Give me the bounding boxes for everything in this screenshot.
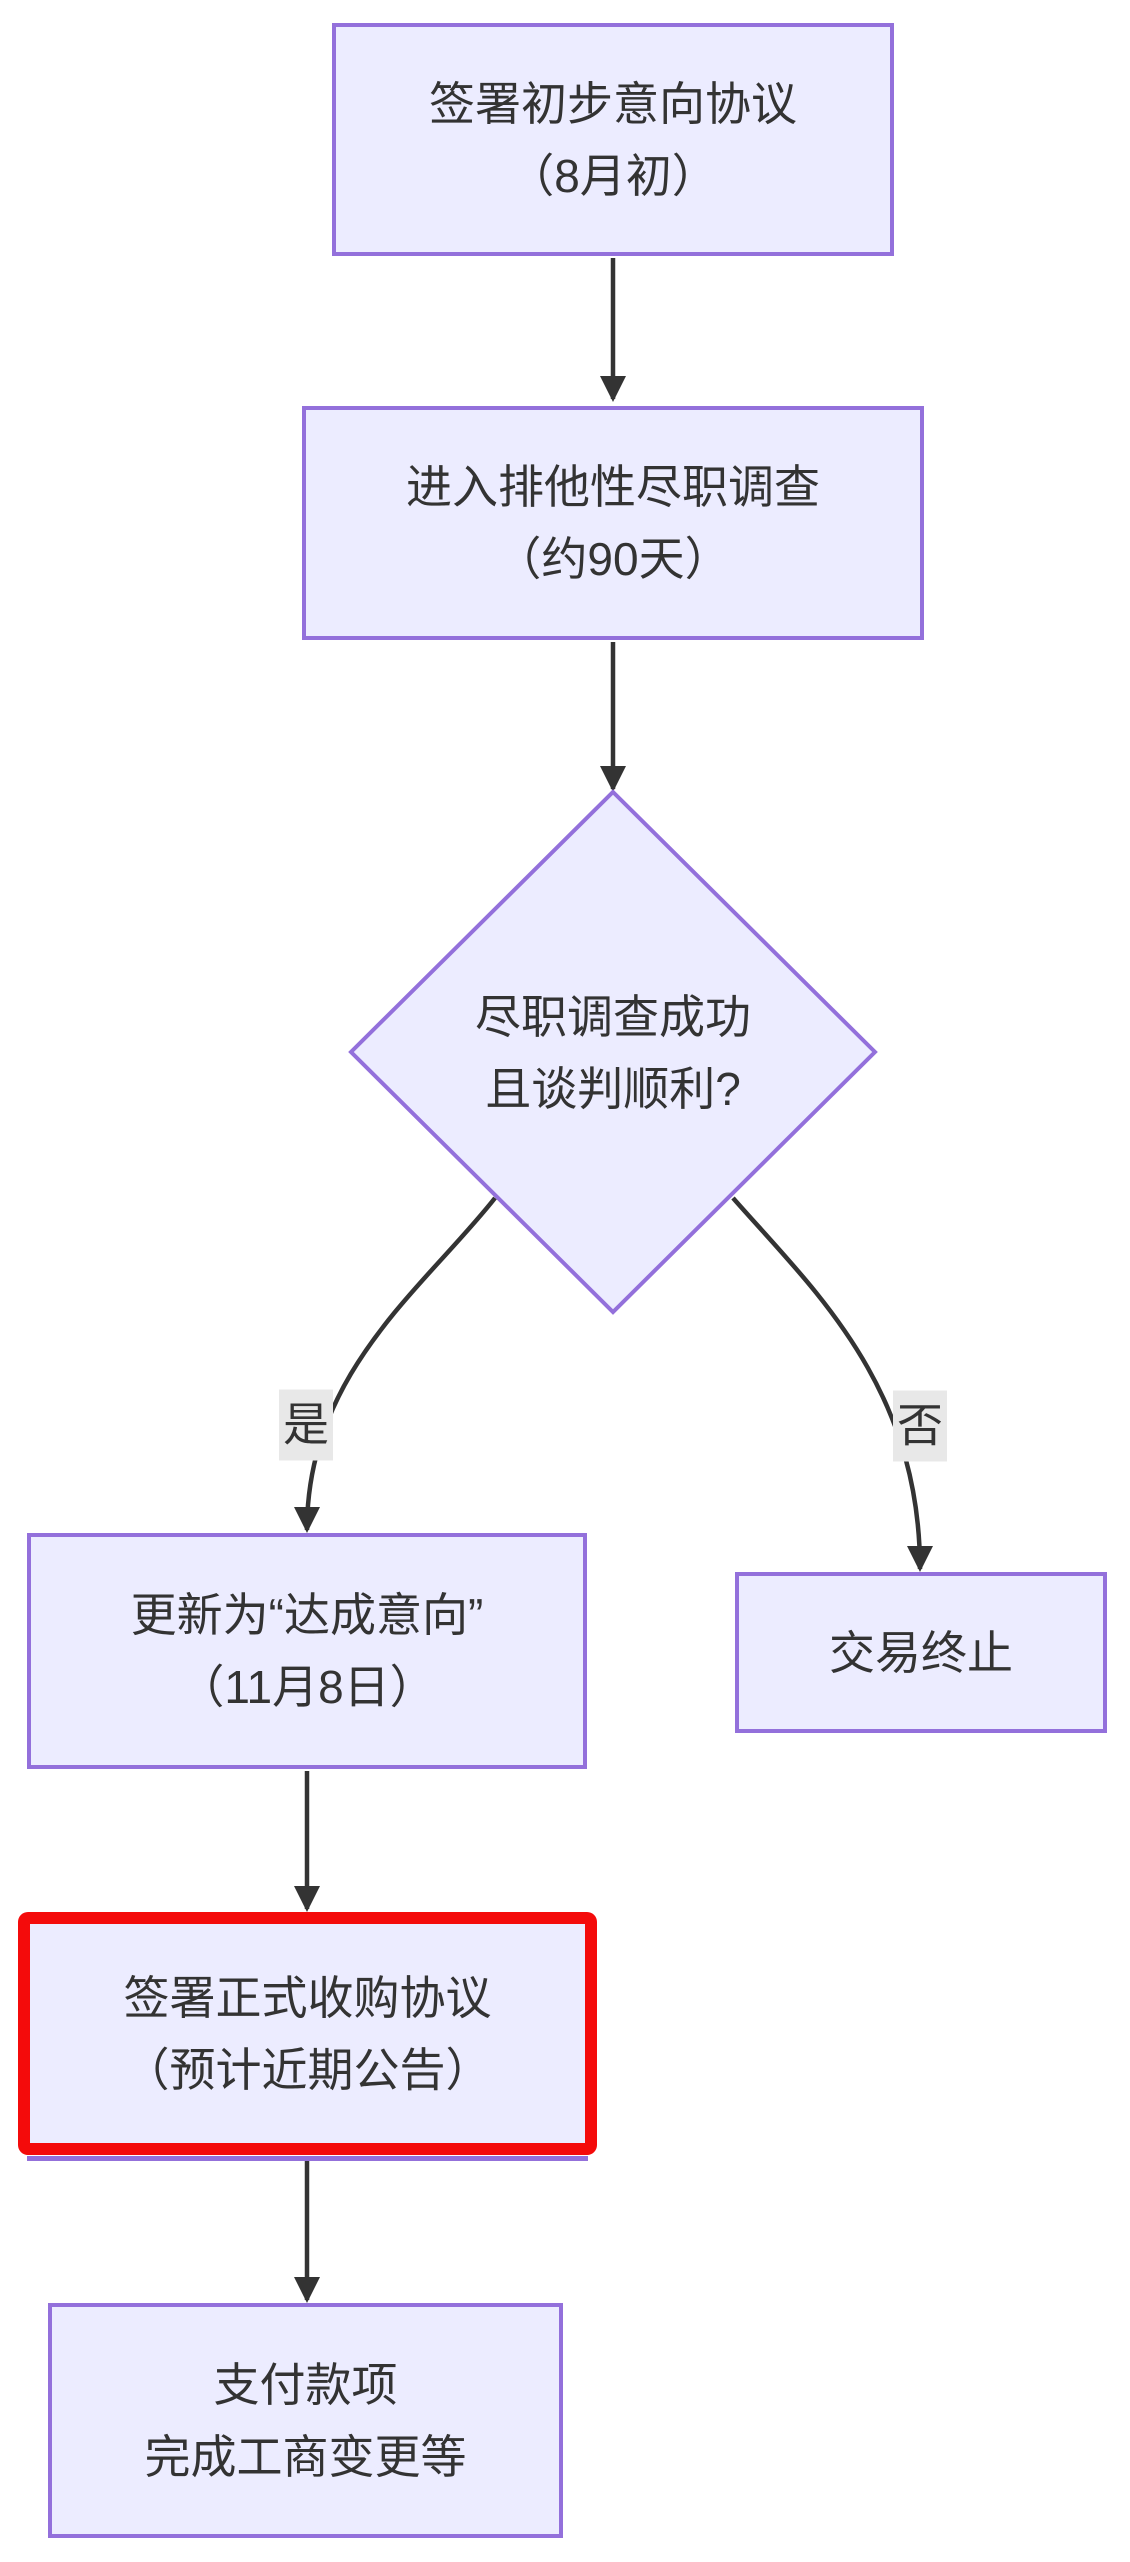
node-intent-reached-line2: （11月8日） [178, 1661, 436, 1713]
node-due-diligence-line2: （约90天） [495, 533, 731, 585]
edge-label-yes: 是 [279, 1389, 333, 1461]
edge-decision-yes [294, 1196, 497, 1533]
node-sign-loi-line2: （8月初） [508, 149, 718, 202]
edge-decision-no [731, 1196, 933, 1572]
node-sign-loi: 签署初步意向协议 （8月初） [332, 23, 894, 256]
node-deal-terminated-line1: 交易终止 [829, 1626, 1013, 1679]
node-payment-line1: 支付款项 [213, 2358, 398, 2411]
node-payment: 支付款项 完成工商变更等 [48, 2303, 563, 2538]
node-payment-line2: 完成工商变更等 [144, 2430, 467, 2483]
node-sign-loi-line1: 签署初步意向协议 [429, 77, 797, 130]
node-deal-terminated: 交易终止 [735, 1572, 1107, 1733]
node-formal-agreement-border-remnant [27, 2156, 588, 2161]
node-due-diligence-line1: 进入排他性尽职调查 [406, 461, 820, 513]
node-decision-text: 尽职调查成功 且谈判顺利? [393, 981, 833, 1125]
node-formal-agreement-highlight: 签署正式收购协议 （预计近期公告） [18, 1912, 597, 2155]
node-decision-line1: 尽职调查成功 [475, 991, 751, 1043]
node-decision-line2: 且谈判顺利? [485, 1063, 741, 1115]
node-formal-agreement-line2: （预计近期公告） [123, 2043, 492, 2096]
node-intent-reached-line1: 更新为“达成意向” [130, 1589, 484, 1641]
node-due-diligence: 进入排他性尽职调查 （约90天） [302, 406, 924, 640]
node-intent-reached: 更新为“达成意向” （11月8日） [27, 1533, 587, 1769]
edge-label-no: 否 [893, 1390, 947, 1462]
decision-diamond-shape [348, 789, 878, 1315]
node-formal-agreement-line1: 签署正式收购协议 [123, 1971, 492, 2024]
